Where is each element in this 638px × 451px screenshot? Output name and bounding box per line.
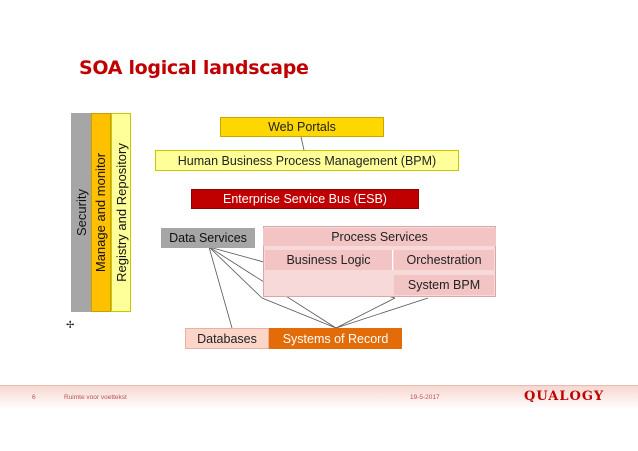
orchestration-box: Orchestration [394,250,494,270]
page-number: 6 [32,394,36,401]
system-bpm-box: System BPM [394,275,494,295]
process-services-label: Process Services [263,228,496,246]
bpm-box: Human Business Process Management (BPM) [155,150,459,171]
manage-monitor-bar: Manage and monitor [91,113,111,312]
registry-repository-bar: Registry and Repository [111,113,131,312]
business-logic-box: Business Logic [265,250,393,270]
footer-note: Ruimte voor voettekst [64,394,127,401]
data-services-box: Data Services [161,228,255,248]
databases-box: Databases [185,328,269,349]
qualogy-logo: QUALOGY [524,389,605,404]
page-title: SOA logical landscape [79,57,309,79]
cursor-mark: ✢ [66,320,75,331]
systems-of-record-box: Systems of Record [269,328,402,349]
footer-date: 19-5-2017 [410,394,440,401]
esb-box: Enterprise Service Bus (ESB) [191,189,419,209]
security-bar: Security [71,113,92,312]
web-portals-box: Web Portals [220,117,384,137]
footer-bar [0,385,638,409]
